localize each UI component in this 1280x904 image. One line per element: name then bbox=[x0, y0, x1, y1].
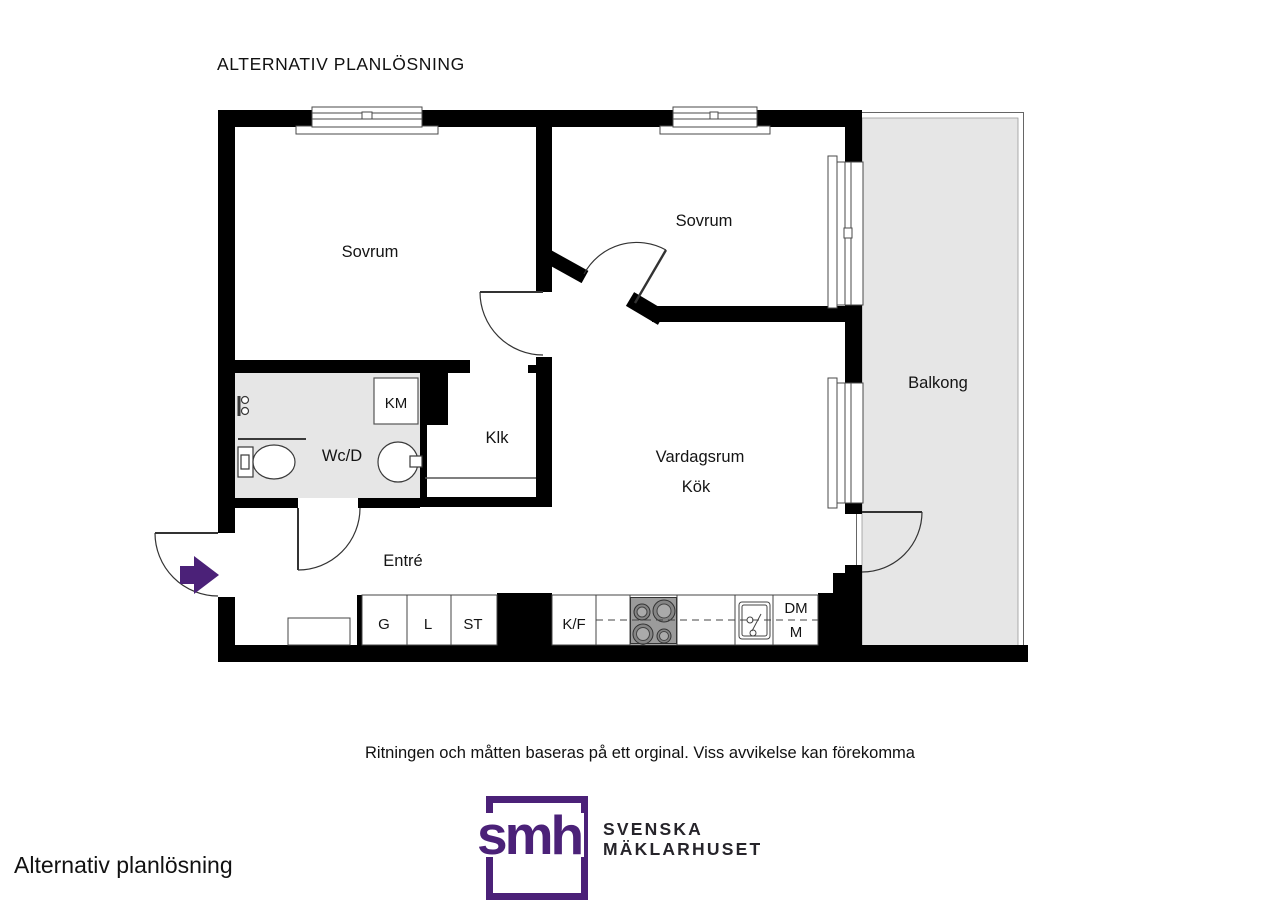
label-dishwasher-dm: DM bbox=[784, 600, 807, 617]
entry-door bbox=[154, 532, 219, 597]
wall-bathroom-bottom-left bbox=[218, 498, 298, 508]
label-linen-l: L bbox=[424, 616, 432, 633]
hall-cabinet bbox=[287, 617, 351, 646]
disclaimer-text: Ritningen och måtten baseras på ett orgi… bbox=[365, 744, 915, 762]
wall-km-chunk bbox=[420, 365, 448, 425]
cabinet-g[interactable] bbox=[361, 594, 408, 646]
bathroom-door bbox=[297, 507, 361, 571]
logo-name-line2: MÄKLARHUSET bbox=[603, 839, 763, 859]
stove bbox=[630, 597, 677, 645]
bottom-caption: Alternativ planlösning bbox=[14, 852, 233, 878]
page-title: ALTERNATIV PLANLÖSNING bbox=[217, 54, 465, 74]
living-room-door bbox=[583, 241, 668, 304]
wall-hall-diagonal bbox=[536, 245, 589, 284]
balcony-door bbox=[861, 511, 923, 573]
wall-closet-right bbox=[536, 357, 552, 507]
window-bedroom-left bbox=[295, 106, 439, 135]
cabinet-dm-m[interactable] bbox=[772, 594, 819, 646]
wall-kitchen-right-chunk bbox=[818, 593, 862, 662]
wall-left-upper bbox=[218, 110, 235, 533]
wall-closet-bottom bbox=[420, 497, 548, 507]
label-washing-machine: KM bbox=[385, 395, 408, 412]
bathroom-sink bbox=[377, 441, 423, 483]
label-microwave-m: M bbox=[790, 624, 803, 641]
toilet bbox=[237, 444, 296, 480]
label-wardrobe-g: G bbox=[378, 616, 390, 633]
label-kitchen: Kök bbox=[682, 478, 711, 496]
logo-mark: smh bbox=[474, 808, 584, 863]
wall-right-1 bbox=[845, 110, 862, 162]
wall-kitchen-chunk bbox=[497, 593, 552, 662]
wall-bathroom-right bbox=[420, 425, 427, 498]
label-bedroom-right: Sovrum bbox=[676, 212, 733, 230]
window-bedroom-right bbox=[659, 106, 771, 135]
label-fridge-kf: K/F bbox=[562, 616, 585, 633]
window-balcony-lower bbox=[827, 377, 864, 509]
floor-fills bbox=[230, 112, 1024, 650]
room-labels: Sovrum Sovrum Balkong Wc/D KM Klk Vardag… bbox=[322, 212, 968, 641]
washing-machine-box bbox=[373, 377, 419, 425]
wall-bathroom-top bbox=[218, 360, 470, 373]
label-bedroom-left: Sovrum bbox=[342, 243, 399, 261]
cabinet-st[interactable] bbox=[450, 594, 498, 646]
cabinet-kf[interactable] bbox=[551, 594, 597, 646]
shower-mixer-icon bbox=[237, 395, 250, 416]
wall-closet-top-stub bbox=[528, 365, 540, 373]
label-bathroom: Wc/D bbox=[322, 447, 362, 465]
wall-bedroom1-right-upper bbox=[536, 110, 552, 292]
label-living-room: Vardagsrum bbox=[656, 448, 745, 466]
balcony-floor bbox=[861, 117, 1019, 647]
wall-counter-divider bbox=[357, 595, 362, 645]
cabinet-l[interactable] bbox=[406, 594, 452, 646]
label-closet: Klk bbox=[486, 429, 510, 447]
window-balcony-upper bbox=[827, 155, 864, 309]
label-cleaning-st: ST bbox=[463, 616, 482, 633]
wall-right-2 bbox=[845, 305, 862, 383]
wall-bathroom-bottom-right bbox=[358, 498, 420, 508]
wall-bottom bbox=[218, 645, 1028, 662]
kitchen-fixtures bbox=[287, 477, 819, 646]
wall-kitchen-right-stub bbox=[833, 573, 862, 593]
doors bbox=[154, 241, 923, 597]
wall-bedroom2-bottom bbox=[652, 306, 845, 322]
logo-name: SVENSKA MÄKLARHUSET bbox=[603, 819, 762, 859]
windows bbox=[295, 106, 864, 509]
label-entrance: Entré bbox=[383, 552, 422, 570]
entrance-arrow-icon bbox=[180, 556, 219, 594]
label-balcony: Balkong bbox=[908, 374, 968, 392]
bathroom-fixtures bbox=[237, 377, 423, 483]
logo-name-line1: SVENSKA bbox=[603, 819, 704, 839]
bedroom-left-door bbox=[479, 291, 544, 356]
